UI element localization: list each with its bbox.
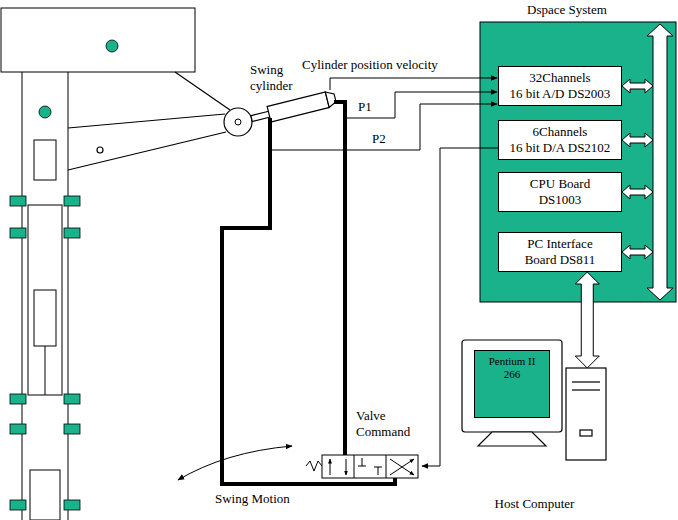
ad-board: 32Channels16 bit A/D DS2003 xyxy=(498,66,622,106)
node-text: 16 bit A/D DS2003 xyxy=(510,86,611,102)
node-heading: Pentium II 266 xyxy=(481,355,543,381)
node-text: 16 bit D/A DS2102 xyxy=(510,140,611,156)
valve-symbol xyxy=(306,455,418,478)
signal-name: Cylinder position velocity xyxy=(302,57,482,73)
node-heading: Dspace System xyxy=(527,2,607,18)
pc-interface-board: PC InterfaceBoard DS811 xyxy=(498,232,622,272)
da-board: 6Channels16 bit D/A DS2102 xyxy=(498,120,622,160)
dspace-panel: Dspace System32Channels16 bit A/D DS2003… xyxy=(480,22,676,302)
node-heading: 6Channels xyxy=(533,124,588,140)
node-heading: PC Interface xyxy=(527,236,592,252)
dspace-panel-fill xyxy=(480,22,676,302)
signal-name: P2 xyxy=(372,131,392,147)
green-blocks xyxy=(10,40,118,510)
command-line xyxy=(422,148,498,466)
swing-cylinder xyxy=(250,90,337,126)
pivot xyxy=(224,108,252,136)
swing-arrow xyxy=(178,446,292,480)
node-heading: CPU Board xyxy=(530,176,590,192)
node-text: Board DS811 xyxy=(525,252,596,268)
bus-links xyxy=(622,79,653,259)
motion-label: Swing Motion xyxy=(215,491,315,507)
machine-frame xyxy=(1,8,195,520)
node-heading: Host Computer xyxy=(452,496,617,512)
valve: Valve Command xyxy=(316,408,422,484)
swing-linkage xyxy=(68,72,230,170)
data-link-arrow xyxy=(575,272,599,368)
node-text: DS1003 xyxy=(539,192,582,208)
pivot-pin xyxy=(235,119,241,125)
node-heading: 32Channels xyxy=(529,70,590,86)
monitor-screen: Pentium II 266 xyxy=(474,350,550,418)
part-name: Swing cylinder xyxy=(250,62,308,93)
cpu-board: CPU BoardDS1003 xyxy=(498,172,622,212)
signal-name: P1 xyxy=(358,99,378,115)
node-heading: Valve Command xyxy=(356,408,418,439)
sensor-lines xyxy=(270,78,497,150)
bus-arrow xyxy=(647,24,673,300)
host-computer: Host ComputerPentium II 266 xyxy=(452,368,617,516)
